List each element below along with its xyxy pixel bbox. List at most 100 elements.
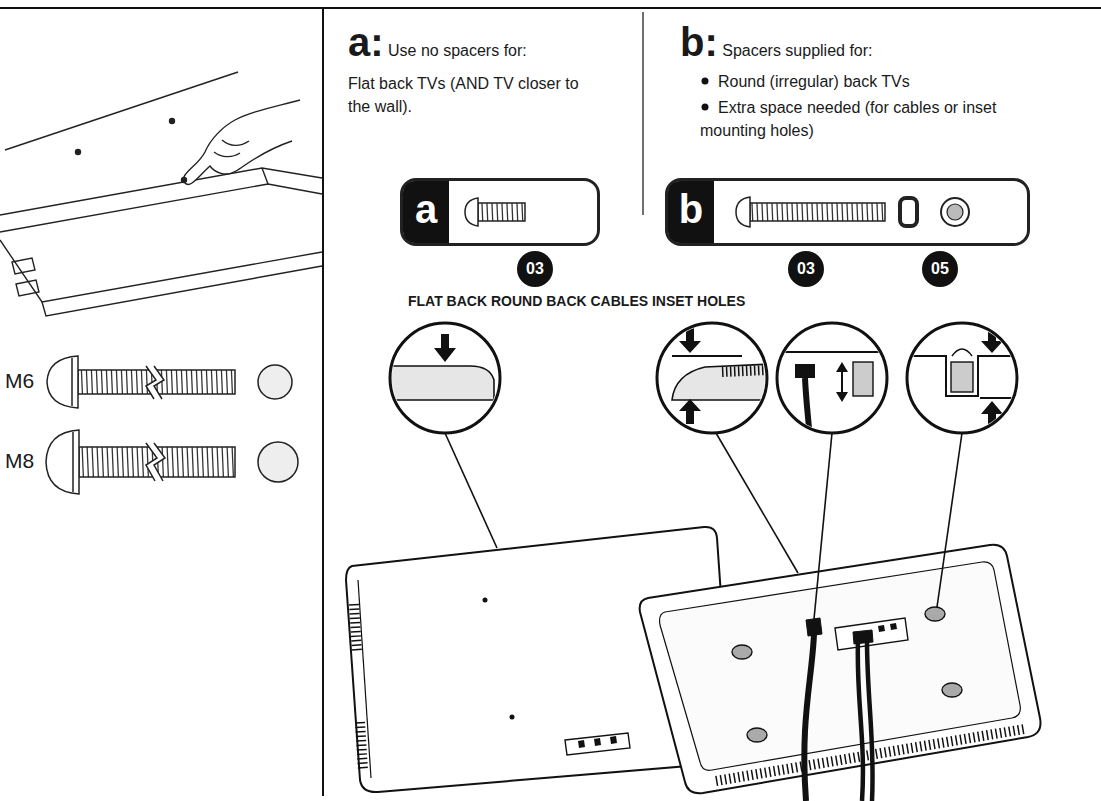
- flat-back-tv: [358, 580, 371, 778]
- part-letter-tab: a: [403, 181, 449, 243]
- spacer: [941, 198, 969, 226]
- cable: [804, 634, 814, 801]
- section-heading: b: Spacers supplied for:: [680, 22, 1080, 71]
- tv-back-hand-illustration: [0, 168, 322, 215]
- flat-back-tv: [483, 598, 488, 603]
- bullet-dot: [702, 104, 709, 111]
- page-rules: [642, 12, 643, 215]
- tv-back-hand-illustration: [262, 168, 268, 184]
- bullet-text: Round (irregular) back TVs: [718, 70, 1078, 93]
- short-screw: [478, 203, 525, 221]
- cables-detail: [777, 323, 887, 433]
- cables-detail: [795, 364, 815, 378]
- inset-holes-detail: [907, 323, 1017, 433]
- detail-captions: FLAT BACK ROUND BACK CABLES INSET HOLES: [408, 290, 808, 313]
- flat-back-tv: [360, 722, 363, 770]
- bullet-dot: [702, 78, 709, 85]
- leader-line: [445, 433, 497, 548]
- tv-back-hand-illustration: [222, 140, 249, 145]
- section-heading: a: Use no spacers for:: [348, 22, 638, 71]
- m8-screw: [146, 443, 165, 481]
- tv-back-hand-illustration: [0, 240, 322, 302]
- cable: [853, 630, 873, 644]
- short-screw: [465, 198, 478, 226]
- cable: [858, 640, 863, 801]
- callout-circle: 03: [786, 249, 826, 289]
- long-screw: [736, 197, 750, 227]
- cable: [867, 640, 873, 801]
- page-rules: [0, 8, 1101, 796]
- flat-back-detail: [388, 323, 500, 433]
- cable: [806, 618, 822, 636]
- inset-holes-detail: [902, 356, 1022, 396]
- tv-back-hand-illustration: [214, 152, 240, 157]
- spacer: [947, 204, 963, 220]
- tv-back-hand-illustration: [42, 266, 322, 316]
- cables-detail: [772, 323, 892, 440]
- bullet-text: Extra space needed (for cables or inset …: [700, 96, 1040, 142]
- m8-screw: [46, 430, 79, 494]
- m6-screw: [146, 366, 164, 399]
- part-box: a03: [400, 178, 600, 246]
- cable: [804, 618, 873, 801]
- long-screw: [750, 203, 885, 221]
- callout-number: 03: [526, 261, 544, 277]
- screw-size-label: M8: [5, 449, 45, 472]
- round-back-tv: [640, 545, 1041, 794]
- round-back-detail: [679, 399, 701, 424]
- page-rules: [322, 8, 324, 796]
- flat-back-detail: [390, 323, 500, 433]
- m8-screw: [258, 442, 298, 482]
- long-screw: [736, 197, 885, 227]
- round-back-tv: [640, 545, 1041, 794]
- leader-line: [814, 433, 832, 619]
- round-back-tv: [747, 728, 767, 742]
- cables-detail: [777, 323, 887, 433]
- callout-number: 05: [931, 261, 949, 277]
- leader-line: [937, 433, 962, 607]
- round-back-tv: [660, 562, 1021, 770]
- callout-number: 03: [797, 261, 815, 277]
- m6-screw: [47, 356, 78, 408]
- part-box: b0305: [665, 178, 1030, 246]
- cables-detail: [772, 351, 892, 353]
- cables-detail: [805, 378, 810, 440]
- cables-detail: [853, 362, 873, 396]
- round-back-tv: [835, 618, 908, 650]
- m6-screw: [258, 365, 292, 399]
- cables-detail: [772, 352, 892, 440]
- round-back-detail: [657, 323, 767, 433]
- round-back-detail: [722, 370, 768, 372]
- spacer: [900, 198, 969, 226]
- m8-screw: [46, 430, 298, 494]
- callout-circle: 03: [515, 249, 555, 289]
- tv-back-hand-illustration: [5, 72, 238, 150]
- page-rules: [0, 7, 1101, 9]
- m8-screw: [72, 432, 74, 492]
- cables-detail: [836, 362, 848, 402]
- inset-holes-detail: [907, 323, 1017, 433]
- round-back-tv: [942, 683, 962, 697]
- m6-screw: [47, 356, 292, 408]
- flat-back-detail: [434, 334, 456, 362]
- bullet-dot: [702, 78, 709, 111]
- tv-back-hand-illustration: [184, 100, 300, 184]
- tv-back-hand-illustration: [76, 150, 81, 155]
- tv-back-hand-illustration: [182, 178, 187, 183]
- tv-back-hand-illustration: [0, 184, 322, 232]
- callout-circle: 05: [920, 249, 960, 289]
- flat-back-tv: [510, 715, 515, 720]
- flat-back-detail: [388, 334, 494, 400]
- flat-back-detail: [388, 366, 494, 400]
- spacer: [900, 198, 917, 226]
- tv-back-hand-illustration: [12, 258, 35, 274]
- cables-detail: [841, 370, 843, 394]
- m8-screw: [146, 443, 165, 481]
- round-back-tv: [732, 645, 752, 659]
- tv-back-hand-illustration: [0, 72, 322, 316]
- round-back-detail: [672, 364, 772, 400]
- round-back-tv: [878, 623, 897, 632]
- round-back-tv: [925, 607, 945, 621]
